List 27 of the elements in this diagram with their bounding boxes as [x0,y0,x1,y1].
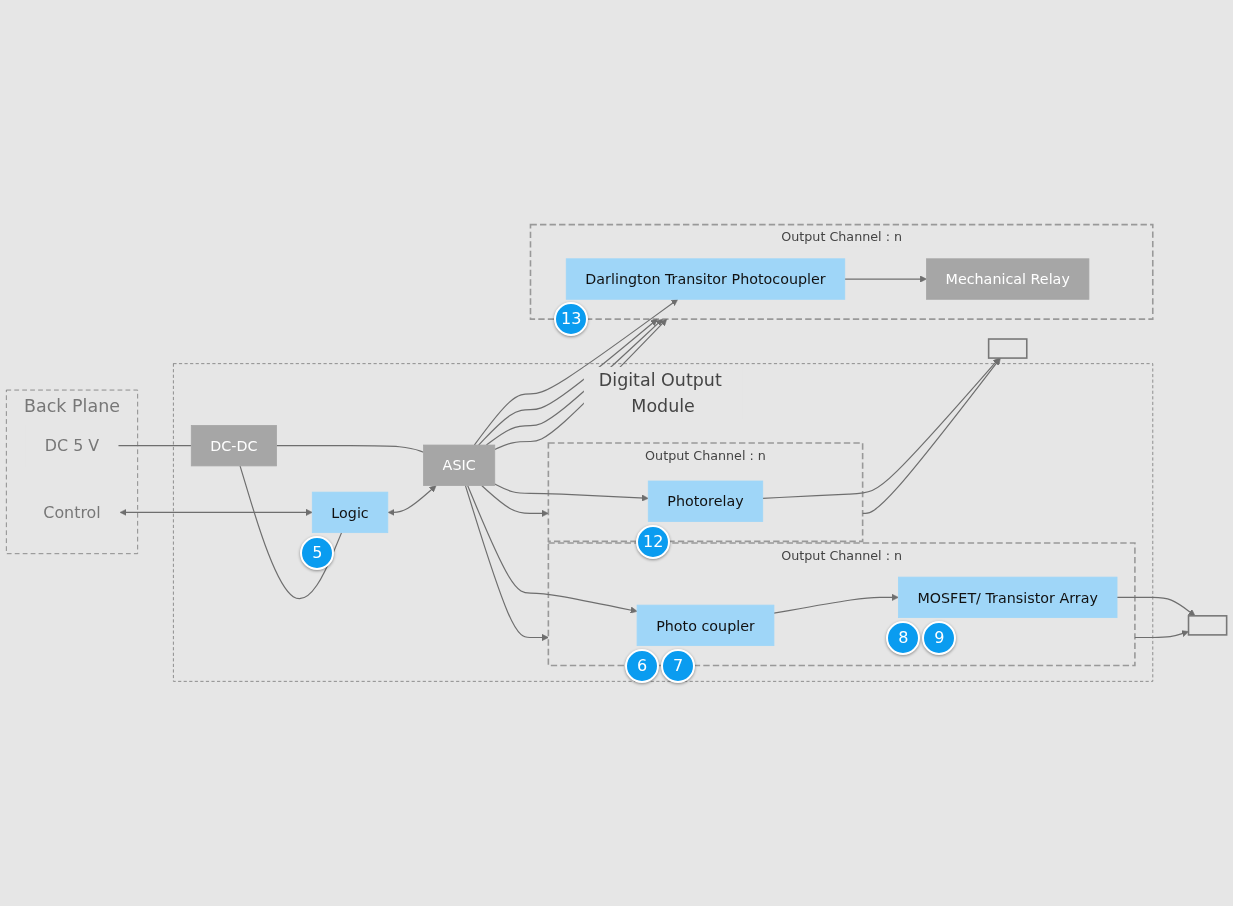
arrow [844,275,927,283]
node-box: Photo coupler [636,604,775,647]
node-box: Darlington Transitor Photocoupler [565,258,846,300]
node-box: Photorelay [647,480,764,522]
callout-number: 13 [554,302,589,337]
arrow [1134,630,1189,639]
node-box: DC-DC [190,425,277,467]
arrow [1116,596,1196,617]
connector [239,465,343,600]
arrow [387,485,437,516]
arrow [494,483,649,502]
arrow [119,508,313,516]
node-text: DC 5 V [44,436,100,456]
node-box: MOSFET/ Transistor Array [898,576,1118,619]
arrow [481,484,549,517]
arrow [773,593,899,614]
node-text: Control [43,502,101,522]
arrow [467,484,638,614]
node-box [1187,615,1228,636]
connector [117,445,192,447]
node-box: Mechanical Relay [926,258,1090,300]
node-box: Logic [311,491,389,534]
connector [275,445,425,453]
arrow [862,357,1001,514]
node-box [987,338,1028,359]
arrow [464,484,549,641]
node-box: ASIC [423,444,496,486]
